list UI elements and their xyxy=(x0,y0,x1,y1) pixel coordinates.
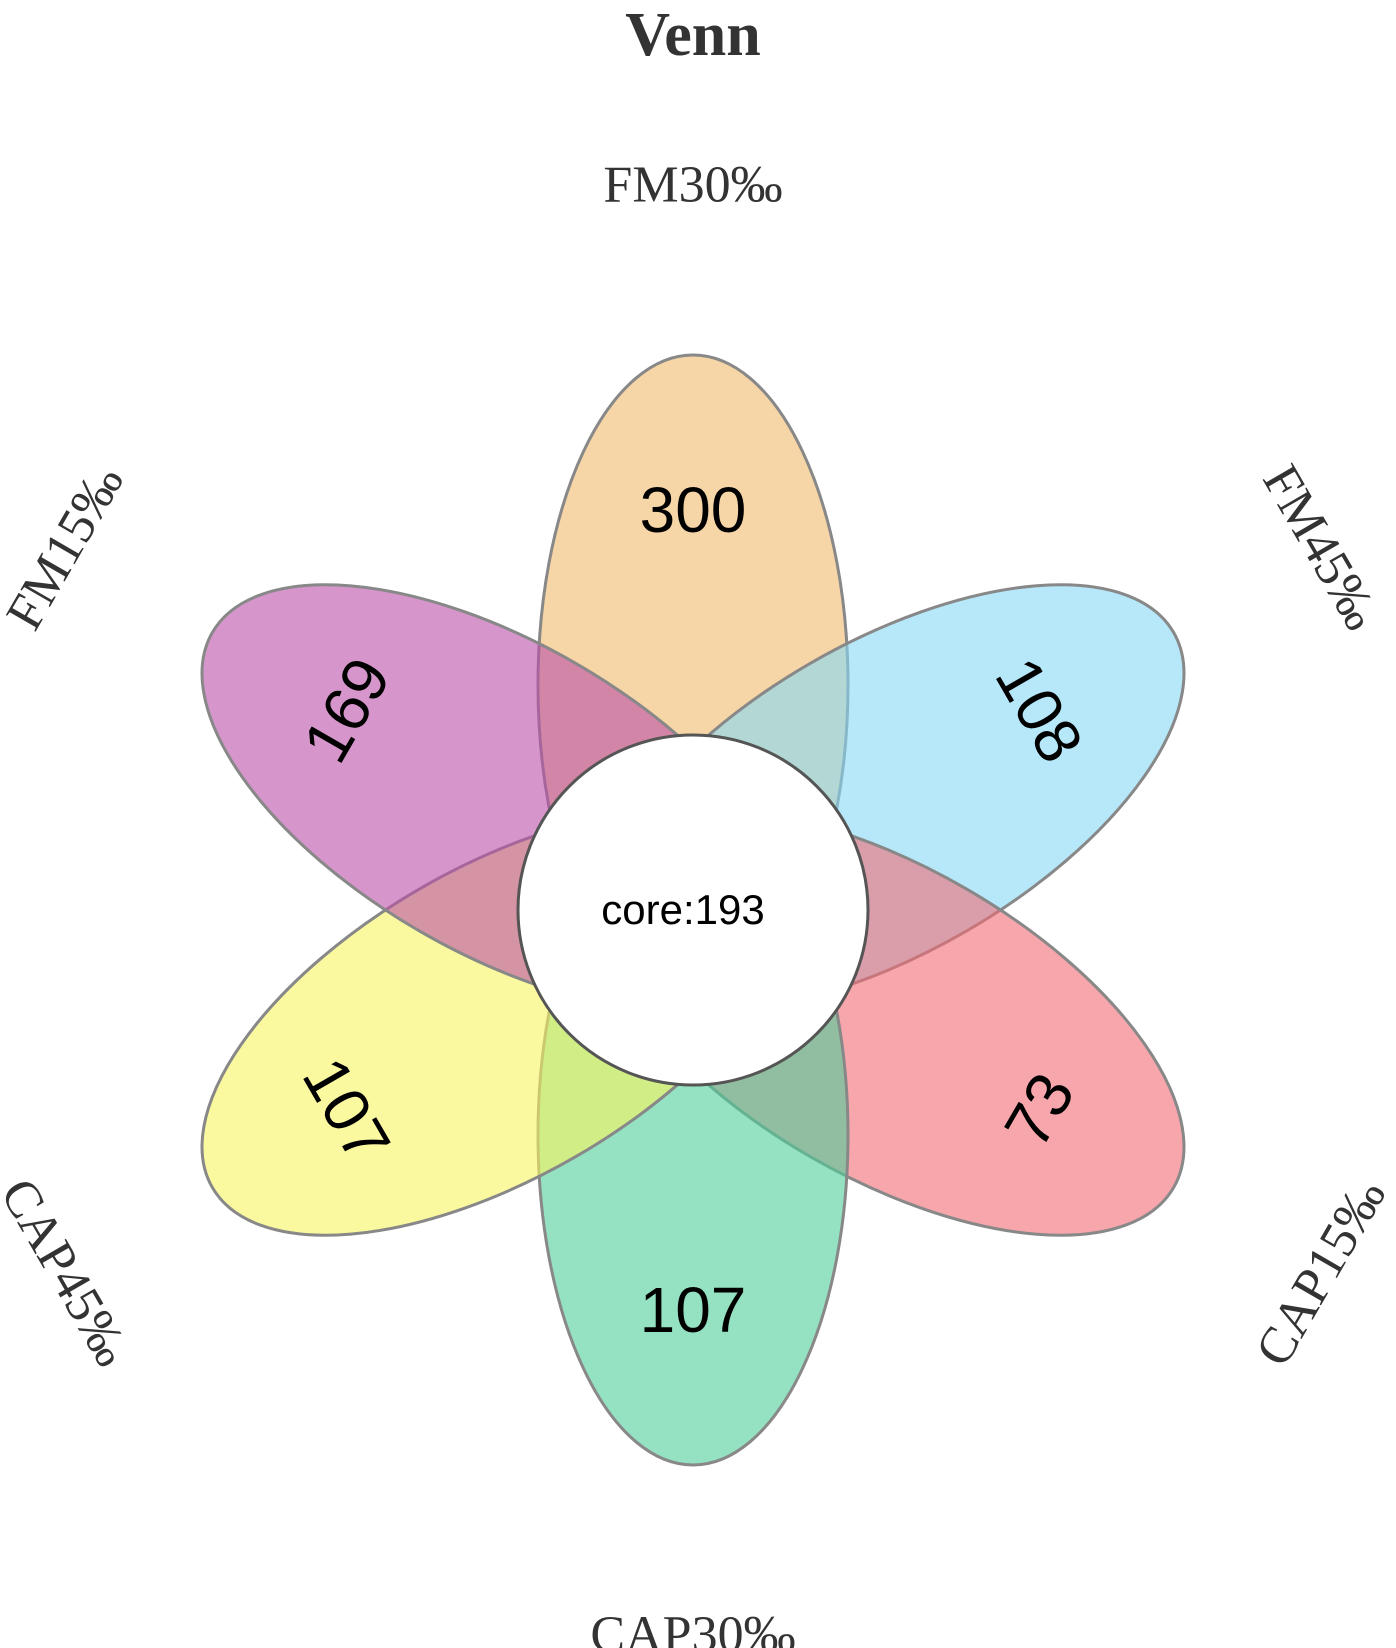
core-label: core:193 xyxy=(601,886,764,933)
set-label-3: CAP15‰ xyxy=(1245,1169,1396,1375)
set-label-1: FM30‰ xyxy=(603,157,782,214)
unique-count-4: 107 xyxy=(640,1274,747,1346)
set-label-6: FM15‰ xyxy=(0,456,135,640)
set-label-4: CAP30‰ xyxy=(590,1607,795,1648)
set-label-5: CAP45‰ xyxy=(0,1169,141,1375)
set-label-2: FM45‰ xyxy=(1251,456,1390,640)
core-circle xyxy=(516,733,870,1087)
chart-title: Venn xyxy=(625,1,761,69)
unique-count-1: 300 xyxy=(640,474,747,546)
